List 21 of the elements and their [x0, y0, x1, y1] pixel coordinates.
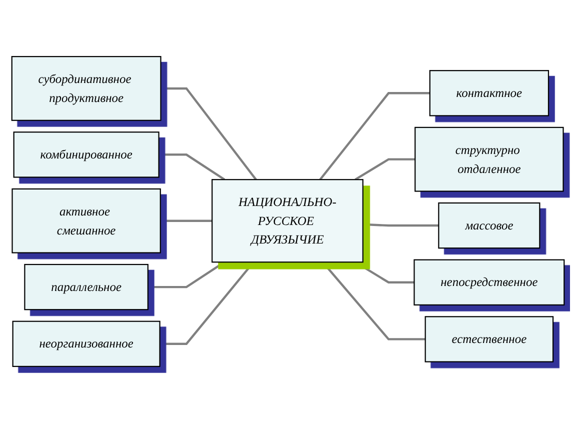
connector: [160, 87, 257, 180]
node-box: естественное: [424, 316, 554, 362]
node-box: субординативное продуктивное: [11, 56, 162, 121]
connector: [148, 261, 226, 288]
connector: [158, 154, 226, 181]
node-box: неорганизованное: [12, 320, 160, 367]
connector: [322, 261, 426, 340]
connector: [160, 220, 212, 222]
node-box: НАЦИОНАЛЬНО-РУССКОЕ ДВУЯЗЫЧИЕ: [212, 179, 364, 263]
connector: [160, 261, 254, 345]
node-box: массовое: [438, 202, 540, 249]
node-box: комбинированное: [13, 132, 160, 178]
node-box: контактное: [429, 70, 550, 116]
connector: [354, 261, 414, 284]
connector: [354, 158, 416, 181]
connector: [362, 223, 439, 227]
node-box: структурно отдаленное: [414, 126, 564, 192]
node-box: параллельное: [24, 264, 148, 310]
connector: [319, 92, 430, 180]
node-box: активное смешанное: [12, 188, 161, 254]
node-box: непосредственное: [414, 259, 565, 306]
